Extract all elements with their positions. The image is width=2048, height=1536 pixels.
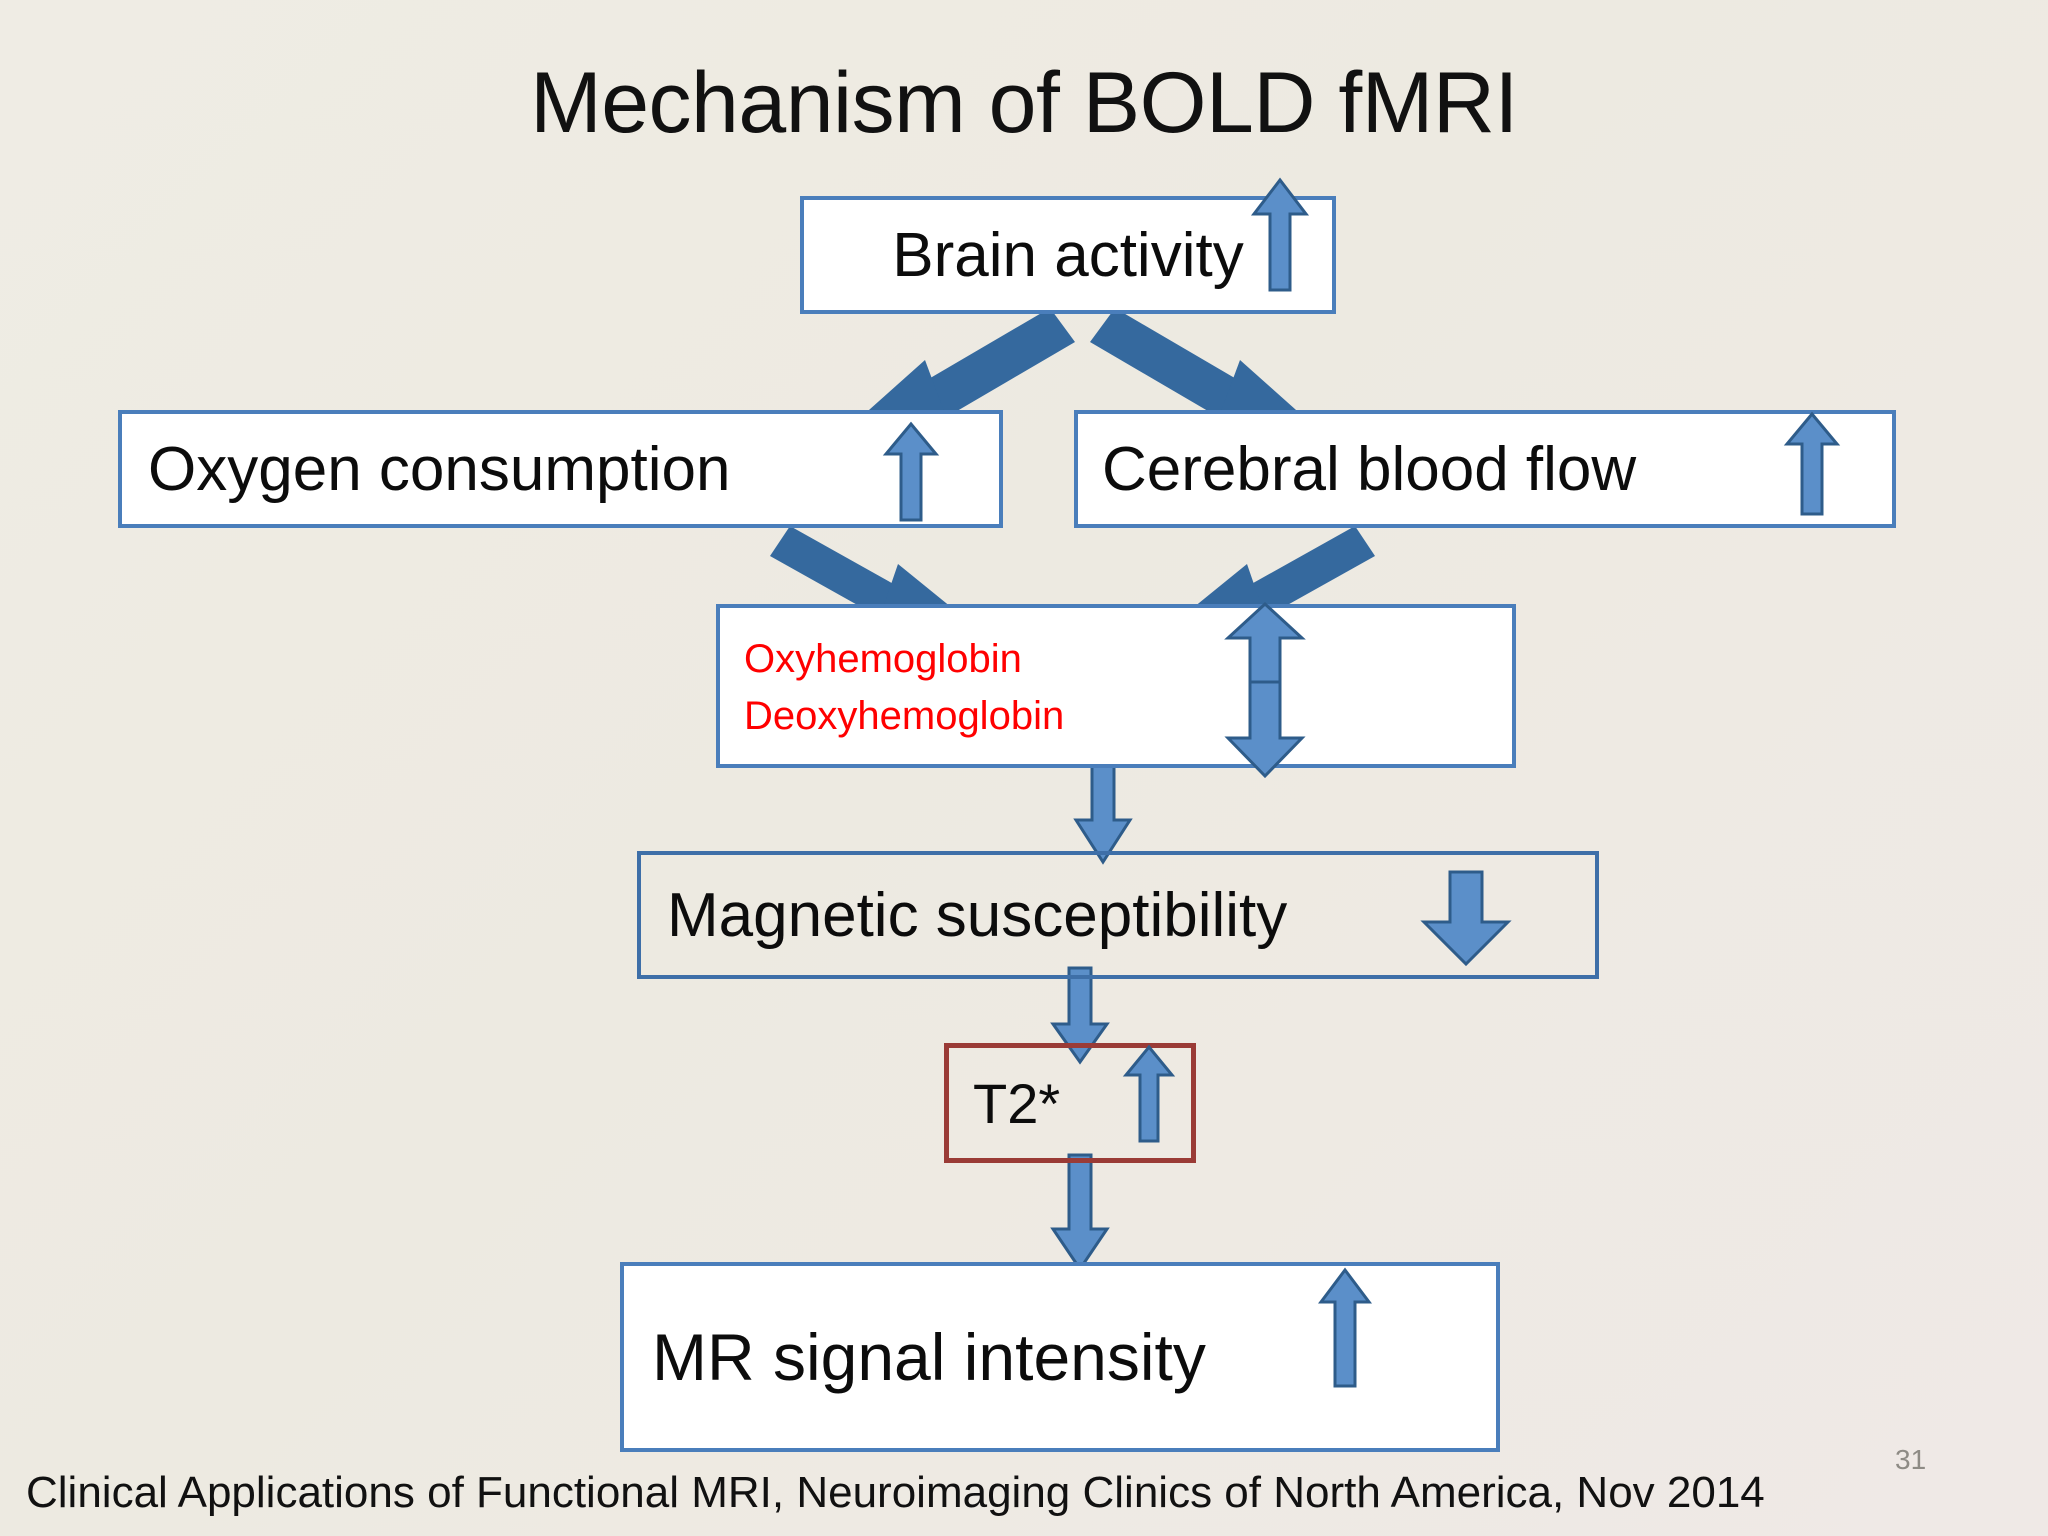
node-cerebral-blood-flow[interactable]: Cerebral blood flow: [1074, 410, 1896, 528]
node-label-brain-activity: Brain activity: [892, 220, 1244, 290]
arrow-down-icon-magnetic-susceptibility: [1418, 870, 1514, 967]
connector-hemoglobin-to-magsus: [1068, 756, 1138, 868]
page-title: Mechanism of BOLD fMRI: [530, 55, 1518, 151]
arrow-up-icon-brain-activity: [1250, 177, 1310, 292]
node-t2-star[interactable]: T2*: [944, 1043, 1196, 1163]
arrow-down-icon-deoxyhemoglobin: [1222, 680, 1308, 779]
arrow-up-icon-cerebral-blood-flow: [1783, 411, 1841, 516]
node-label-cerebral-blood-flow: Cerebral blood flow: [1102, 434, 1637, 504]
connector-brain-to-oxygen: [800, 300, 1100, 430]
node-label-deoxyhemoglobin: Deoxyhemoglobin: [744, 694, 1065, 739]
page-number: 31: [1895, 1444, 1927, 1475]
node-label-t2-star: T2*: [973, 1071, 1061, 1135]
arrow-up-icon-mr-signal-intensity: [1317, 1267, 1373, 1388]
node-label-oxyhemoglobin: Oxyhemoglobin: [744, 637, 1022, 681]
footer-citation: Clinical Applications of Functional MRI,…: [26, 1468, 1765, 1517]
node-magnetic-susceptibility[interactable]: Magnetic susceptibility: [637, 851, 1599, 979]
connector-t2-to-mr: [1045, 1153, 1115, 1275]
arrow-up-icon-t2-star: [1122, 1044, 1176, 1143]
node-label-magnetic-susceptibility: Magnetic susceptibility: [667, 880, 1288, 950]
connector-brain-to-cbf: [1090, 300, 1390, 430]
node-brain-activity[interactable]: Brain activity: [800, 196, 1336, 314]
node-label-oxygen-consumption: Oxygen consumption: [148, 434, 731, 504]
node-oxygen-consumption[interactable]: Oxygen consumption: [118, 410, 1003, 528]
arrow-up-icon-oxygen-consumption: [882, 421, 940, 522]
node-hemoglobin[interactable]: Oxyhemoglobin Deoxyhemoglobin: [716, 604, 1516, 768]
node-label-mr-signal-intensity: MR signal intensity: [652, 1320, 1206, 1394]
